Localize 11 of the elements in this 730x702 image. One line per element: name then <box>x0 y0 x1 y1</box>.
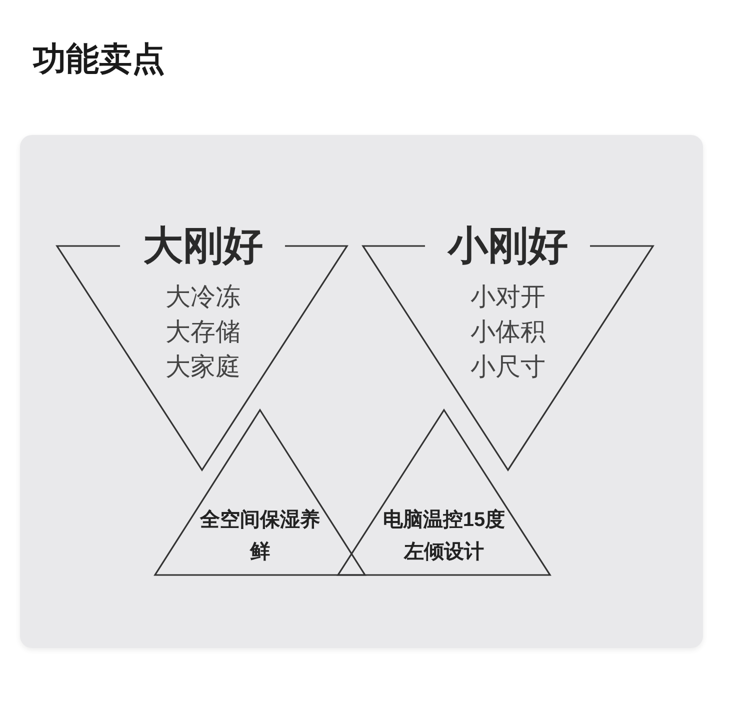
feature-text: 小对开 <box>470 285 546 310</box>
heading-text: 大刚好 <box>143 226 263 266</box>
feature-text: 大家庭 <box>166 355 240 380</box>
heading-text: 小刚好 <box>448 226 568 266</box>
feature-text: 电脑温控15度左倾设计 <box>382 508 506 565</box>
title: 功能卖点 <box>33 42 165 75</box>
feature-text: 小尺寸 <box>470 355 546 380</box>
feature-text: 大冷冻 <box>166 285 240 310</box>
feature-text: 全空间保湿养鲜 <box>198 508 321 565</box>
feature-text: 小体积 <box>470 320 546 345</box>
feature-text: 大存储 <box>166 320 240 345</box>
